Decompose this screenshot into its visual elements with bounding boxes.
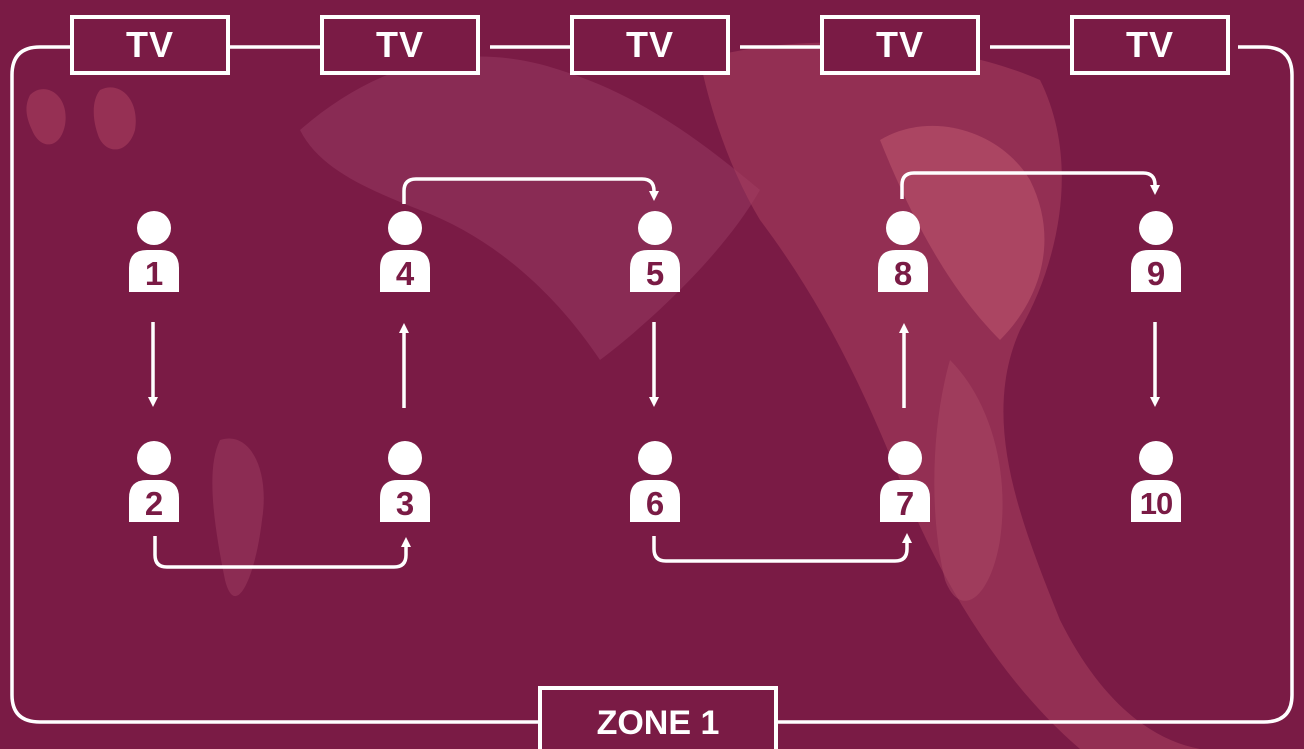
- person-icon: [129, 441, 179, 522]
- person-8: 8: [874, 208, 932, 296]
- person-7: 7: [876, 438, 934, 526]
- person-number: 7: [895, 485, 915, 522]
- person-number: 1: [144, 255, 164, 292]
- person-5: 5: [626, 208, 684, 296]
- zone-frame: [10, 45, 1294, 724]
- flow-arrow-6-7: [652, 533, 912, 563]
- flow-arrow-8-9: [900, 171, 1160, 199]
- person-icon: [878, 211, 928, 292]
- tv-box-4: TV: [820, 15, 980, 75]
- person-6: 6: [626, 438, 684, 526]
- tv-box-3: TV: [570, 15, 730, 75]
- person-number: 6: [645, 485, 665, 522]
- person-icon: [880, 441, 930, 522]
- flow-arrow-2-3: [153, 536, 411, 569]
- person-number: 4: [395, 255, 415, 292]
- tv-box-5: TV: [1070, 15, 1230, 75]
- person-icon: [1131, 441, 1181, 522]
- flow-arrow-4-5: [402, 177, 659, 204]
- person-icon: [1131, 211, 1181, 292]
- zone-label: ZONE 1: [538, 686, 778, 749]
- tv-box-1: TV: [70, 15, 230, 75]
- person-number: 2: [144, 485, 164, 522]
- person-number: 8: [893, 255, 913, 292]
- person-icon: [380, 441, 430, 522]
- person-icon: [380, 211, 430, 292]
- person-icon: [129, 211, 179, 292]
- person-icon: [630, 211, 680, 292]
- person-9: 9: [1127, 208, 1185, 296]
- person-icon: [630, 441, 680, 522]
- person-10: 10: [1127, 438, 1185, 526]
- person-number: 5: [645, 255, 665, 292]
- person-number: 9: [1146, 255, 1166, 292]
- person-3: 3: [376, 438, 434, 526]
- person-number: 10: [1139, 486, 1173, 521]
- tv-box-2: TV: [320, 15, 480, 75]
- person-2: 2: [125, 438, 183, 526]
- person-1: 1: [125, 208, 183, 296]
- person-4: 4: [376, 208, 434, 296]
- person-number: 3: [395, 485, 415, 522]
